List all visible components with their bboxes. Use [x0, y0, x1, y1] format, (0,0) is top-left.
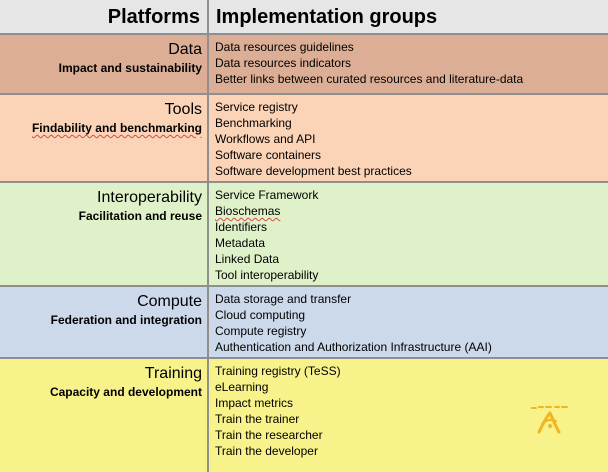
platform-subtitle-compute: Federation and integration [50, 313, 202, 327]
platform-subtitle-tools: Findability and benchmarking [31, 121, 202, 135]
group-item: Train the developer [215, 444, 318, 458]
table-row-compute: Compute Federation and integration Data … [0, 286, 608, 358]
table-row-data: Data Impact and sustainability Data reso… [0, 34, 608, 94]
group-item: Impact metrics [215, 396, 294, 410]
group-item: Data resources guidelines [215, 40, 354, 54]
group-item: Software development best practices [215, 164, 412, 178]
platform-cell-training: Training Capacity and development [0, 358, 207, 401]
group-item: Cloud computing [215, 308, 306, 322]
group-item: Metadata [215, 236, 266, 250]
groups-cell-tools: Service registry Benchmarking Workflows … [215, 94, 605, 179]
group-item: Authentication and Authorization Infrast… [215, 340, 492, 354]
column-divider [207, 0, 209, 472]
platform-cell-interoperability: Interoperability Facilitation and reuse [0, 182, 207, 225]
row-divider [0, 181, 608, 183]
platform-name-data: Data [168, 41, 202, 58]
group-item: Service registry [215, 100, 298, 114]
implementation-groups-column-header: Implementation groups [216, 6, 438, 28]
platforms-column-header: Platforms [107, 6, 200, 28]
group-item: eLearning [215, 380, 269, 394]
platform-cell-tools: Tools Findability and benchmarking [0, 94, 207, 137]
groups-cell-data: Data resources guidelines Data resources… [215, 34, 605, 87]
platform-name-tools: Tools [164, 101, 202, 118]
group-item: Linked Data [215, 252, 280, 266]
group-item: Data resources indicators [215, 56, 352, 70]
platform-cell-data: Data Impact and sustainability [0, 34, 207, 77]
group-item: Better links between curated resources a… [215, 72, 524, 86]
table-row-tools: Tools Findability and benchmarking Servi… [0, 94, 608, 182]
groups-cell-interoperability: Service Framework Bioschemas Identifiers… [215, 182, 605, 283]
group-item: Benchmarking [215, 116, 292, 130]
platform-name-compute: Compute [137, 293, 202, 310]
group-item: Tool interoperability [215, 268, 319, 282]
group-item: Data storage and transfer [215, 292, 352, 306]
row-divider [0, 93, 608, 95]
group-item: Workflows and API [215, 132, 316, 146]
group-item: Compute registry [215, 324, 307, 338]
table-header-row: Platforms Implementation groups [0, 0, 608, 34]
table-row-training: Training Capacity and development Traini… [0, 358, 608, 472]
groups-cell-compute: Data storage and transfer Cloud computin… [215, 286, 605, 355]
row-divider [0, 33, 608, 35]
group-item: Train the trainer [215, 412, 300, 426]
group-item: Train the researcher [215, 428, 323, 442]
platform-subtitle-interoperability: Facilitation and reuse [78, 209, 202, 223]
platform-name-interoperability: Interoperability [97, 189, 202, 206]
group-item: Software containers [215, 148, 322, 162]
groups-cell-training: Training registry (TeSS) eLearning Impac… [215, 358, 605, 459]
platform-subtitle-data: Impact and sustainability [58, 61, 202, 75]
group-item: Training registry (TeSS) [215, 364, 341, 378]
row-divider [0, 285, 608, 287]
table-row-interoperability: Interoperability Facilitation and reuse … [0, 182, 608, 286]
platform-subtitle-training: Capacity and development [49, 385, 202, 399]
group-item: Bioschemas [215, 204, 281, 218]
row-divider [0, 357, 608, 359]
group-item: Identifiers [215, 220, 268, 234]
platform-name-training: Training [144, 365, 202, 382]
platform-cell-compute: Compute Federation and integration [0, 286, 207, 329]
elixir-logo [531, 406, 568, 434]
group-item: Service Framework [215, 188, 319, 202]
